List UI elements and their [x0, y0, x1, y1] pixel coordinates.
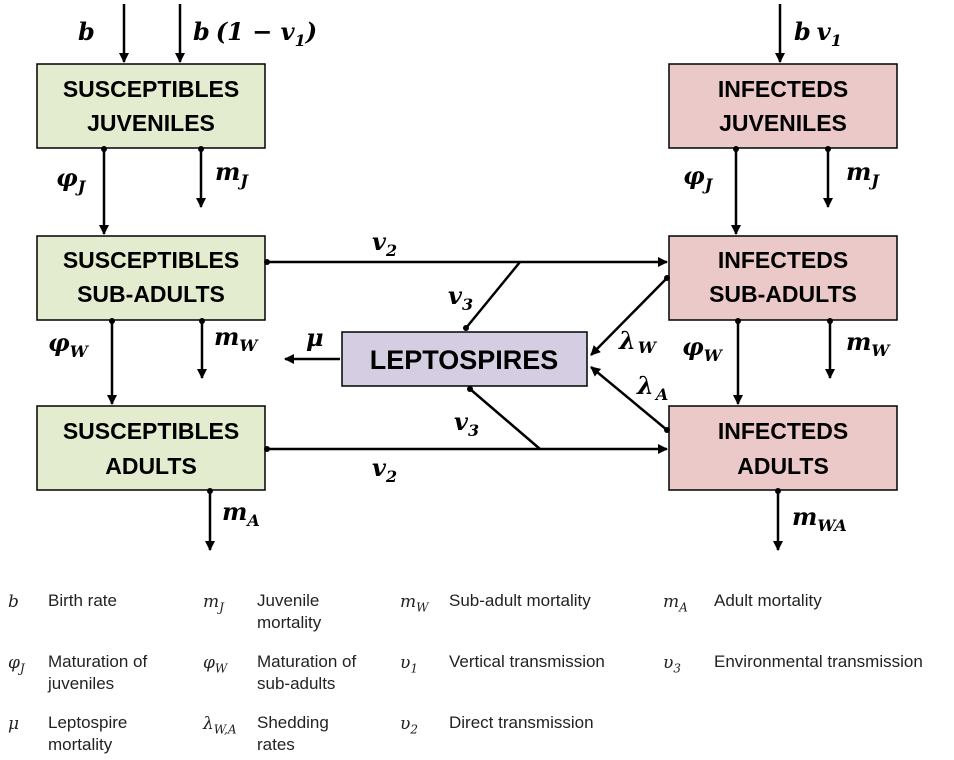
label-phi-w-right: φW — [682, 332, 724, 365]
svg-text:INFECTEDS: INFECTEDS — [718, 418, 848, 444]
svg-text:INFECTEDS: INFECTEDS — [718, 247, 848, 273]
compartment-diagram: SUSCEPTIBLES JUVENILES SUSCEPTIBLES SUB-… — [36, 4, 898, 551]
label-phi-j-right: φJ — [683, 161, 714, 194]
label-b-1-minus-v1: b(1 − v1) — [193, 17, 317, 50]
legend-symbol: mJ — [203, 592, 224, 615]
svg-text:JUVENILES: JUVENILES — [87, 110, 215, 136]
legend-symbol: b — [8, 592, 19, 612]
legend-symbol: υ3 — [663, 653, 681, 676]
box-leptospires: LEPTOSPIRES — [341, 331, 588, 387]
legend-symbol: μ — [8, 714, 20, 734]
svg-text:SUSCEPTIBLES: SUSCEPTIBLES — [63, 76, 239, 102]
legend-symbol: φJ — [8, 653, 25, 676]
label-mw-right: mW — [846, 327, 891, 360]
box-infecteds-adults: INFECTEDS ADULTS — [668, 405, 898, 491]
svg-text:LEPTOSPIRES: LEPTOSPIRES — [370, 345, 559, 375]
legend-text: Maturation of juveniles — [48, 652, 148, 693]
legend-symbol: φW — [203, 653, 228, 676]
arrow-lambda-w — [590, 277, 668, 356]
label-mu: μ — [306, 323, 324, 352]
label-b: b — [78, 17, 95, 46]
label-mw-left: mW — [214, 322, 259, 355]
legend-text: Leptospire mortality — [48, 713, 128, 754]
label-phi-w-left: φW — [48, 328, 90, 361]
legend-text: Environmental transmission — [714, 652, 923, 671]
legend-text: Sub-adult mortality — [449, 591, 591, 610]
legend-text: Direct transmission — [449, 713, 594, 732]
legend-text: Birth rate — [48, 591, 117, 610]
legend-text: Shedding rates — [257, 713, 329, 754]
legend-text: Vertical transmission — [449, 652, 605, 671]
svg-text:SUB-ADULTS: SUB-ADULTS — [77, 281, 225, 307]
svg-text:INFECTEDS: INFECTEDS — [718, 76, 848, 102]
legend-symbol: υ1 — [400, 653, 418, 676]
label-v2-bottom: v2 — [372, 453, 397, 486]
box-infecteds-sub-adults: INFECTEDS SUB-ADULTS — [668, 235, 898, 321]
legend-symbol: λW,A — [203, 714, 237, 737]
svg-text:ADULTS: ADULTS — [105, 453, 197, 479]
arrow-lambda-a — [590, 366, 668, 431]
label-mwa: mWA — [792, 502, 847, 535]
legend: b Birth rate mJ Juvenile mortality mW Su… — [0, 580, 954, 760]
legend-symbol: mW — [400, 592, 429, 615]
box-infecteds-juveniles: INFECTEDS JUVENILES — [668, 63, 898, 149]
legend-symbol: υ2 — [400, 714, 418, 737]
box-susceptibles-juveniles: SUSCEPTIBLES JUVENILES — [36, 63, 266, 149]
label-mj-left: mJ — [215, 157, 249, 190]
svg-text:SUSCEPTIBLES: SUSCEPTIBLES — [63, 418, 239, 444]
label-mj-right: mJ — [846, 157, 880, 190]
box-susceptibles-adults: SUSCEPTIBLES ADULTS — [36, 405, 266, 491]
svg-text:SUSCEPTIBLES: SUSCEPTIBLES — [63, 247, 239, 273]
label-v3-top: v3 — [448, 281, 473, 314]
svg-text:SUB-ADULTS: SUB-ADULTS — [709, 281, 857, 307]
legend-text: Adult mortality — [714, 591, 822, 610]
box-susceptibles-sub-adults: SUSCEPTIBLES SUB-ADULTS — [36, 235, 266, 321]
line-v3-top — [465, 261, 521, 329]
legend-symbol: mA — [663, 592, 688, 615]
label-ma: mA — [222, 497, 260, 530]
label-v2-top: v2 — [372, 227, 397, 260]
legend-text: Juvenile mortality — [257, 591, 322, 632]
label-phi-j-left: φJ — [56, 163, 87, 196]
label-v3-bottom: v3 — [454, 407, 479, 440]
legend-text: Maturation of sub-adults — [257, 652, 357, 693]
svg-text:ADULTS: ADULTS — [737, 453, 829, 479]
line-v3-bottom — [469, 388, 541, 450]
svg-text:JUVENILES: JUVENILES — [719, 110, 847, 136]
